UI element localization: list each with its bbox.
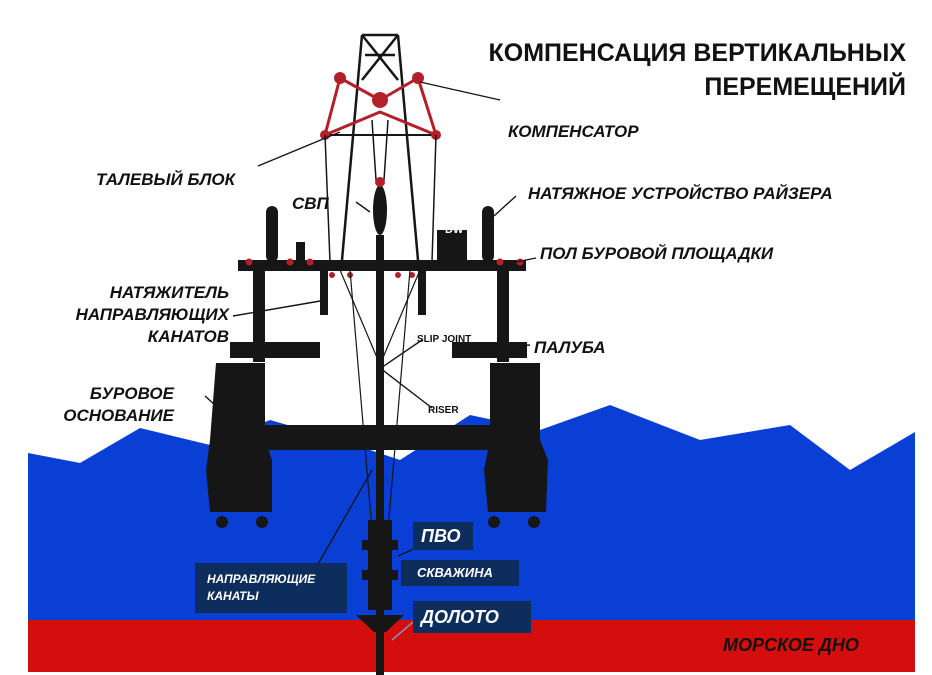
guideline-tensioner-label: НАТЯЖИТЕЛЬ НАПРАВЛЯЮЩИХ КАНАТОВ bbox=[76, 282, 229, 348]
bop-stack bbox=[356, 520, 404, 632]
drill-floor-label: ПОЛ БУРОВОЙ ПЛОЩАДКИ bbox=[540, 244, 774, 263]
guidelines-line-2: КАНАТЫ bbox=[207, 589, 259, 603]
compensator bbox=[322, 76, 439, 138]
riser-tensioner-label: НАТЯЖНОЕ УСТРОЙСТВО РАЙЗЕРА bbox=[528, 184, 833, 203]
dw-label: DW bbox=[445, 224, 464, 236]
compensator-sheaves bbox=[320, 72, 441, 140]
riser-pipe bbox=[376, 235, 384, 675]
title: КОМПЕНСАЦИЯ ВЕРТИКАЛЬНЫХ ПЕРЕМЕЩЕНИЙ bbox=[488, 36, 906, 104]
guidelines-box: НАПРАВЛЯЮЩИЕ КАНАТЫ bbox=[195, 563, 347, 613]
deck-label: ПАЛУБА bbox=[534, 338, 606, 357]
riser-tensioner-cylinders bbox=[266, 206, 494, 315]
drilling-base bbox=[206, 260, 548, 528]
title-line-2: ПЕРЕМЕЩЕНИЙ bbox=[704, 73, 906, 101]
guide-lines bbox=[339, 269, 421, 531]
guideline-tensioner-line-1: НАТЯЖИТЕЛЬ bbox=[109, 283, 229, 302]
leader-lines bbox=[204, 81, 537, 641]
svp-label: СВП bbox=[292, 194, 329, 213]
derrick bbox=[340, 33, 420, 261]
guidelines-line-1: НАПРАВЛЯЮЩИЕ bbox=[207, 572, 316, 586]
travelling-block-label: ТАЛЕВЫЙ БЛОК bbox=[96, 170, 236, 189]
bit-box: ДОЛОТО bbox=[413, 601, 531, 633]
riser-label: RISER bbox=[428, 405, 459, 416]
guideline-tensioner-line-3: КАНАТОВ bbox=[147, 327, 229, 346]
red-fittings bbox=[245, 258, 524, 278]
slip-joint-label: SLIP JOINT bbox=[417, 334, 472, 345]
compensator-label: КОМПЕНСАТОР bbox=[508, 122, 639, 141]
drilling-base-label: БУРОВОЕ ОСНОВАНИЕ bbox=[63, 383, 174, 427]
block-hook bbox=[375, 177, 385, 187]
well-box: СКВАЖИНА bbox=[401, 560, 519, 586]
hoist-lines bbox=[324, 119, 437, 263]
title-line-1: КОМПЕНСАЦИЯ ВЕРТИКАЛЬНЫХ bbox=[488, 39, 906, 67]
bop-box: ПВО bbox=[413, 522, 473, 550]
travelling-block bbox=[373, 185, 387, 235]
seabed-label: МОРСКОЕ ДНО bbox=[723, 635, 859, 655]
drilling-base-line-2: ОСНОВАНИЕ bbox=[63, 406, 174, 425]
drilling-base-line-1: БУРОВОЕ bbox=[89, 384, 174, 403]
guideline-tensioner-line-2: НАПРАВЛЯЮЩИХ bbox=[75, 305, 229, 324]
